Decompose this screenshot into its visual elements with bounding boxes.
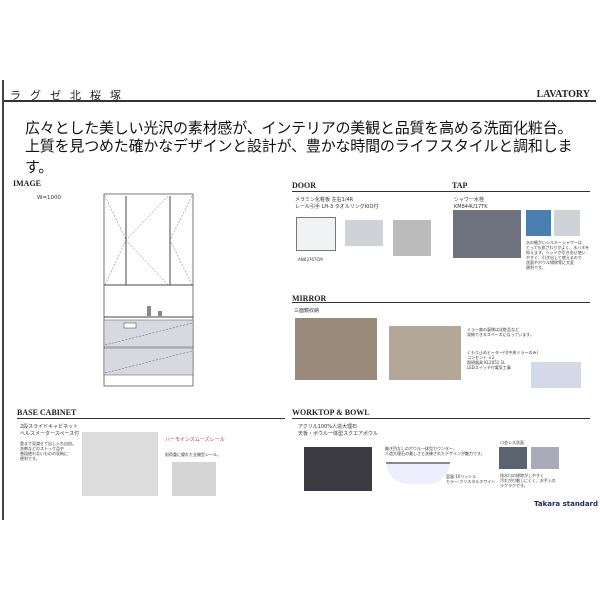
door-description: メラミン化粧板 左右1/4R レール引手 LH-3 タオルリングKIO付 (295, 197, 379, 210)
drain-label: ロ金レス洗面 (500, 440, 524, 445)
light-fixture-photo (531, 362, 581, 388)
drawer-photo (82, 432, 158, 496)
bowl-section-drawing (386, 462, 450, 484)
lead-line-2: 上質を見つめた確かなデザインと設計が、豊かな時間のライフスタイルと調和します。 (25, 137, 573, 176)
drain-note: 排水口の掃除がしやすく 汚れが付着しにくく、お手入れ ラクラクです。 (500, 473, 556, 488)
base-cabinet-heading: BASE CABINET (17, 408, 77, 417)
rail-description: 耐荷重に優れた全開型レール。 (165, 452, 221, 457)
worktop-heading: WORKTOP & BOWL (292, 408, 370, 417)
rail-photo (172, 462, 216, 496)
rail-label: ハーモインスムーズレール (165, 437, 225, 443)
shower-head-photo (554, 210, 580, 236)
mirror-photo-open (389, 326, 461, 380)
mirror-storage-note: ミラー扉の裏側は化粧品など 収納できるスペースになっています。 (467, 327, 534, 337)
base-cabinet-description: 奥まで見渡せて出し入れ自由。 洗剤などのストック品や 普段使わないものの収納に … (20, 441, 76, 461)
door-tap-rule (292, 191, 590, 192)
mirror-spec-note: くもり止めヒーター付(中央ミラーのみ) コンセント ×2 照明器具 KL2051… (467, 350, 539, 370)
mirror-heading: MIRROR (292, 294, 327, 303)
mirror-photo-closed (295, 318, 377, 380)
worktop-description: アクリル100%人造大理石 天板・ボウル一体型スクエアボウル (298, 424, 379, 437)
shower-photo (526, 210, 551, 236)
tap-description: シャワー水栓 KM844U17TK (454, 197, 488, 210)
door-color-code: AN03767CM (298, 257, 323, 262)
mirror-rule (292, 302, 590, 303)
lead-line-1: 広々とした美しい光沢の素材感が、インテリアの美観と品質を高める洗面化粧台。 (25, 119, 573, 137)
tap-note: 水の細かいシルキーシャワーは とっても肌ざわりがよく、水ハネを 抑えます。ヘッド… (526, 240, 590, 270)
worktop-rule (292, 418, 590, 419)
vanity-elevation-drawing (103, 193, 194, 387)
bowl-spec: 容量:10リットル カラー:クリスタルホワイト (446, 474, 496, 484)
bowl-photo (304, 447, 372, 491)
base-cabinet-title: 2段スライドキャビネット ヘルスメータースペース付 (20, 424, 80, 437)
width-label: W=1000 (37, 195, 62, 201)
bowl-note: 継ぎ目なしのボウル一体型カウンター。 人造大理石の美しさと洗練されたデザインが魅… (385, 446, 485, 456)
category-label: LAVATORY (536, 89, 590, 100)
tap-heading: TAP (452, 181, 468, 190)
mirror-subtitle: 三面鏡収納 (294, 308, 320, 314)
door-handle-photo (345, 220, 383, 246)
towel-ring-photo (393, 220, 431, 256)
property-title: ラグゼ北桜塚 (10, 89, 130, 102)
base-cabinet-rule (17, 418, 285, 419)
takara-standard-logo: Takara standard (534, 500, 599, 508)
image-heading: IMAGE (13, 179, 41, 188)
door-heading: DOOR (292, 181, 316, 190)
drain-photo-2 (531, 447, 559, 469)
page-border (2, 80, 4, 520)
faucet-photo (453, 210, 521, 258)
door-sample-swatch (296, 217, 336, 251)
header-rule (4, 100, 596, 102)
drain-photo-1 (499, 447, 527, 469)
